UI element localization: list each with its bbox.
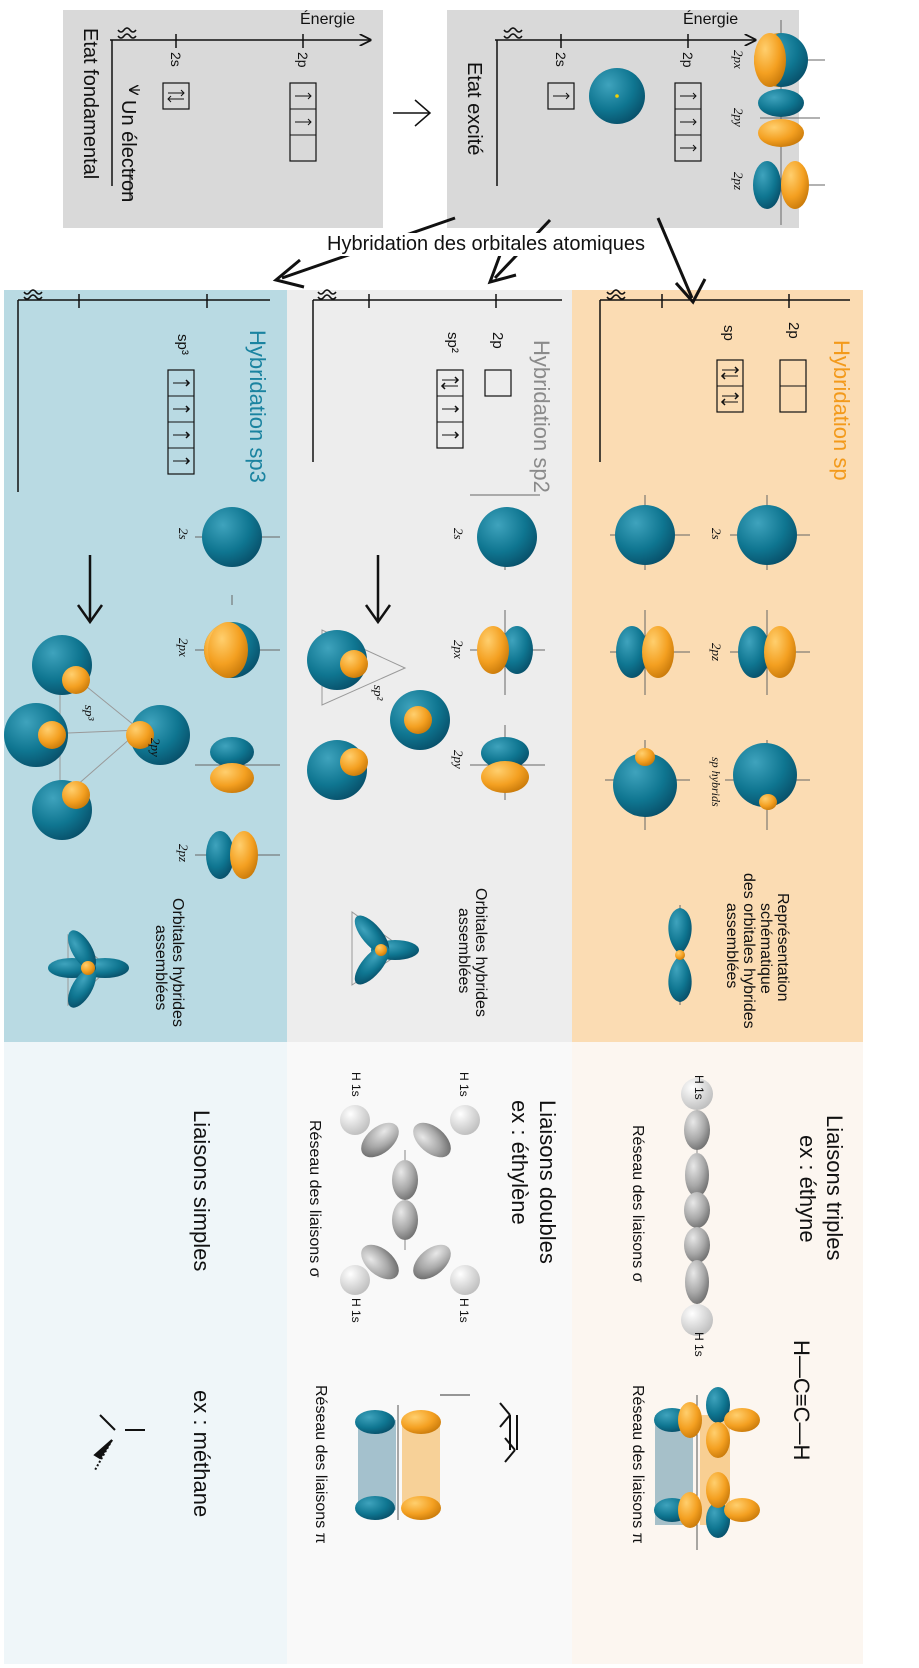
triple-pi-label: Réseau des liaisons π [629,1385,646,1544]
sp-schematic-line-4: assemblées [723,903,740,989]
ground-2p-box [289,82,317,162]
ground-2s-box [162,82,190,110]
double-h1s-2: H 1s [349,1072,363,1097]
sp-level-2p: 2p [785,322,802,339]
ethylene-sigma-network [340,1105,480,1295]
sp2-orb-2px: 2px [451,640,466,659]
sp2-orb-2py: 2py [451,750,466,769]
ethyne-sigma-network [681,1078,713,1336]
sp-level-sp: sp [720,325,737,341]
ethylene-pi-network [355,1394,470,1520]
ground-energy-label: Énergie [300,11,356,28]
sp2-level-2p: 2p [489,332,506,349]
single-bond-panel [4,1042,287,1664]
double-h1s-1: H 1s [457,1072,471,1097]
sp3-orb-2px: 2px [176,638,191,657]
excitation-arrow [393,99,432,127]
excited-2p-orbitals [753,20,825,225]
sp2-2p-box [484,369,512,397]
sp-schematic-line-2: schématique [757,903,774,994]
sp3-hybrid-label: sp³ [82,705,97,721]
sp3-assembled-line-2: assemblées [152,925,169,1011]
double-pi-label: Réseau des liaisons π [312,1385,329,1544]
double-example: ex : éthylène [507,1100,532,1225]
triple-title: Liaisons triples [822,1115,847,1261]
excited-title: Etat excité [463,62,485,156]
excited-level-2p: 2p [680,52,696,68]
sp-schematic-line-3: des orbitales hybrides [740,873,757,1029]
sp2-assembled-line-2: assemblées [455,908,472,994]
ground-title: Etat fondamental [79,28,101,180]
sp2-assembled [351,911,419,986]
sp3-orb-2s: 2s [176,528,191,540]
single-example: ex : méthane [189,1390,214,1518]
excited-orb-2pz: 2pz [731,172,746,191]
ethyne-pi-network [654,1387,760,1550]
sp2-orbitals [307,494,545,986]
sp2-sp2-box [436,369,464,449]
hybridization-arrows [272,216,707,305]
excited-level-2s: 2s [553,52,569,67]
sp-title: Hybridation sp [829,340,854,481]
sp2-orb-2s: 2s [451,528,466,540]
methane-formula [93,1414,145,1471]
excited-energy-label: Énergie [683,11,739,28]
triple-h1s-bottom: H 1s [692,1332,706,1357]
sp2-title: Hybridation sp2 [529,340,554,493]
excited-2s-box [547,82,575,110]
sp2-assembled-line-1: Orbitales hybrides [472,888,489,1017]
double-title: Liaisons doubles [535,1100,560,1264]
double-h1s-3: H 1s [457,1298,471,1323]
triple-bond-panel [572,1042,863,1664]
excited-orb-2px: 2px [731,50,746,69]
ground-state-panel [63,10,383,228]
sp-orb-2pz: 2pz [709,643,724,662]
sp2-hybrid-label: sp² [371,685,386,701]
sp-schematic-line-1: Représentation [774,893,791,1002]
sp3-assembled [48,930,129,1008]
ethylene-formula [499,1402,518,1463]
ground-annotation: Un électron [117,100,139,203]
ground-level-2p: 2p [295,52,311,68]
double-sigma-label: Réseau des liaisons σ [306,1120,323,1278]
sp3-level-sp3: sp³ [174,334,191,355]
sp3-assembled-line-1: Orbitales hybrides [169,898,186,1027]
excited-2p-box [674,82,702,162]
triple-formula: H—C≡C—H [789,1340,814,1461]
single-title: Liaisons simples [189,1110,214,1272]
sp3-orb-2py: 2py [148,738,163,757]
sp3-title: Hybridation sp3 [245,330,270,483]
hybridization-title: Hybridation des orbitales atomiques [325,233,647,256]
sp-hybrids: sp hybrids [709,757,723,807]
sp-orb-2s: 2s [709,528,724,540]
triple-example: ex : éthyne [795,1135,820,1243]
sp-orbitals [605,495,810,1005]
triple-sigma-label: Réseau des liaisons σ [629,1125,646,1283]
sp3-orbitals [4,507,280,1008]
sp2-level-sp2: sp² [444,332,461,353]
sp-schematic [668,905,692,1005]
double-h1s-4: H 1s [349,1298,363,1323]
ground-level-2s: 2s [168,52,184,67]
excited-orb-2py: 2py [731,108,746,127]
sp3-orb-2pz: 2pz [176,844,191,863]
triple-h1s-top: H 1s [692,1075,706,1100]
